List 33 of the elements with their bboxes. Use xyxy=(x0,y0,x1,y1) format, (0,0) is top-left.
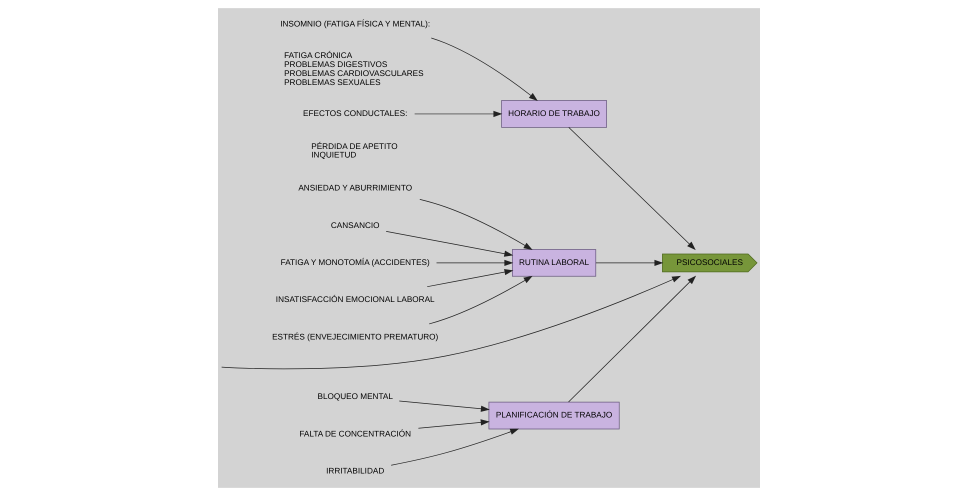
arrow xyxy=(428,276,533,324)
node-box: RUTINA LABORAL xyxy=(512,249,596,277)
node-label: PROBLEMAS SEXUALES xyxy=(284,78,381,87)
arrow xyxy=(221,276,681,370)
arrow xyxy=(568,276,696,402)
arrow xyxy=(419,199,533,250)
node-text: IRRITABILIDAD xyxy=(326,466,384,476)
arrow xyxy=(386,230,514,257)
node-label: PROBLEMAS DIGESTIVOS xyxy=(284,60,388,69)
node-box: HORARIO DE TRABAJO xyxy=(501,100,607,128)
node-text: INSATISFACCIÓN EMOCIONAL LABORAL xyxy=(276,295,435,304)
node-text: ANSIEDAD Y ABURRIMIENTO xyxy=(298,184,412,192)
arrow xyxy=(390,428,520,466)
node-text: EFECTOS CONDUCTALES: xyxy=(303,109,408,118)
node-label: INQUIETUD xyxy=(311,150,356,160)
node-text: CANSANCIO xyxy=(330,220,380,230)
arrow xyxy=(430,38,538,101)
arrow xyxy=(436,260,514,266)
node-label: PROBLEMAS CARDIOVASCULARES xyxy=(284,68,424,78)
arrow xyxy=(398,400,490,412)
node-text: ESTRÉS (ENVEJECIMIENTO PREMATURO) xyxy=(272,332,438,342)
node-text: INSOMNIO (FATIGA FÍSICA Y MENTAL): xyxy=(280,20,430,29)
node-text: FALTA DE CONCENTRACIÓN xyxy=(299,429,412,438)
arrow xyxy=(418,419,490,429)
node-box: PLANIFICACIÓN DE TRABAJO xyxy=(488,402,620,430)
arrow xyxy=(568,127,696,250)
arrow xyxy=(414,110,502,118)
node-text: BLOQUEO MENTAL xyxy=(318,392,393,402)
arrow xyxy=(426,269,514,288)
arrow xyxy=(596,260,664,266)
node-text: FATIGA Y MONOTOMÍA (ACCIDENTES) xyxy=(280,258,430,267)
node-label: FATIGA CRÓNICA xyxy=(284,50,352,60)
node-label: PÉRDIDA DE APETITO xyxy=(311,142,398,151)
